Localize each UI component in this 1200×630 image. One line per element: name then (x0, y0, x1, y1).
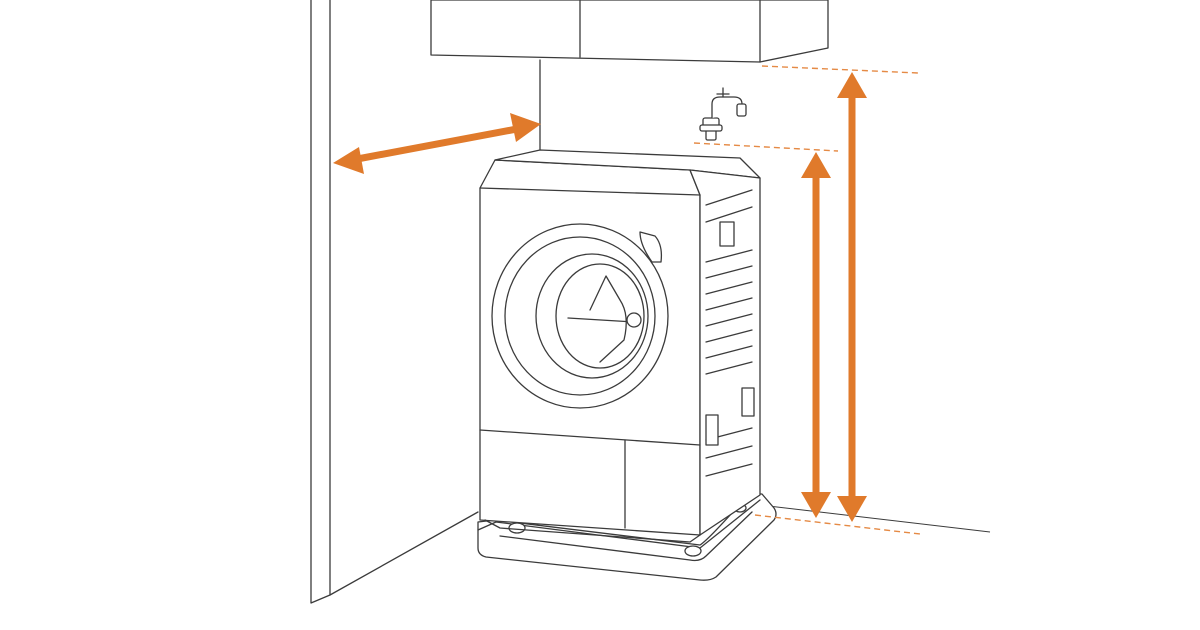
side-clearance-arrow (333, 113, 541, 174)
left-wall (310, 0, 479, 604)
faucet-line (693, 142, 839, 152)
back-wall (539, 59, 991, 533)
upper-handle (719, 221, 735, 247)
cabinet-bottom-line (761, 65, 919, 74)
faucet-height-arrow (801, 152, 831, 518)
wall-cabinet (430, 0, 829, 63)
washing-machine (479, 149, 761, 543)
lower-handle-left (705, 414, 719, 446)
cabinet-height-arrow (837, 72, 867, 522)
side-vents (705, 189, 753, 477)
faucet-icon (699, 87, 747, 141)
door (491, 223, 669, 409)
lower-handle-right (741, 387, 755, 417)
floor-pan-line (754, 514, 921, 535)
